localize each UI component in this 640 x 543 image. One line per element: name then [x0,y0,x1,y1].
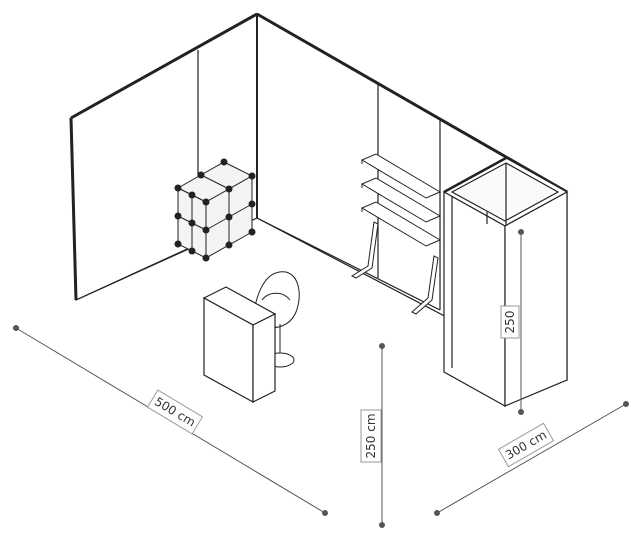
cabin-height-dimension: 250 [500,305,520,339]
depth-dimension-line [436,403,627,514]
height-dimension-label: 250 cm [364,413,378,458]
reception-counter [202,286,277,404]
left-wall [70,12,258,301]
cube-connectors [174,158,256,262]
storage-cabin [442,156,569,408]
depth-dimension: 300 cm [497,422,555,468]
height-dimension: 250 cm [360,409,382,463]
shelf-bottom [360,201,442,247]
length-dimension: 500 cm [146,389,204,435]
shelf-leg-left [350,221,379,279]
wall-shelves [350,153,442,315]
shelf-middle [360,177,442,223]
cube-shelving-unit [174,158,256,262]
cabin-height-dimension-label: 250 [503,311,517,334]
shelf-leg-right [411,255,439,315]
shelf-top [360,153,442,199]
